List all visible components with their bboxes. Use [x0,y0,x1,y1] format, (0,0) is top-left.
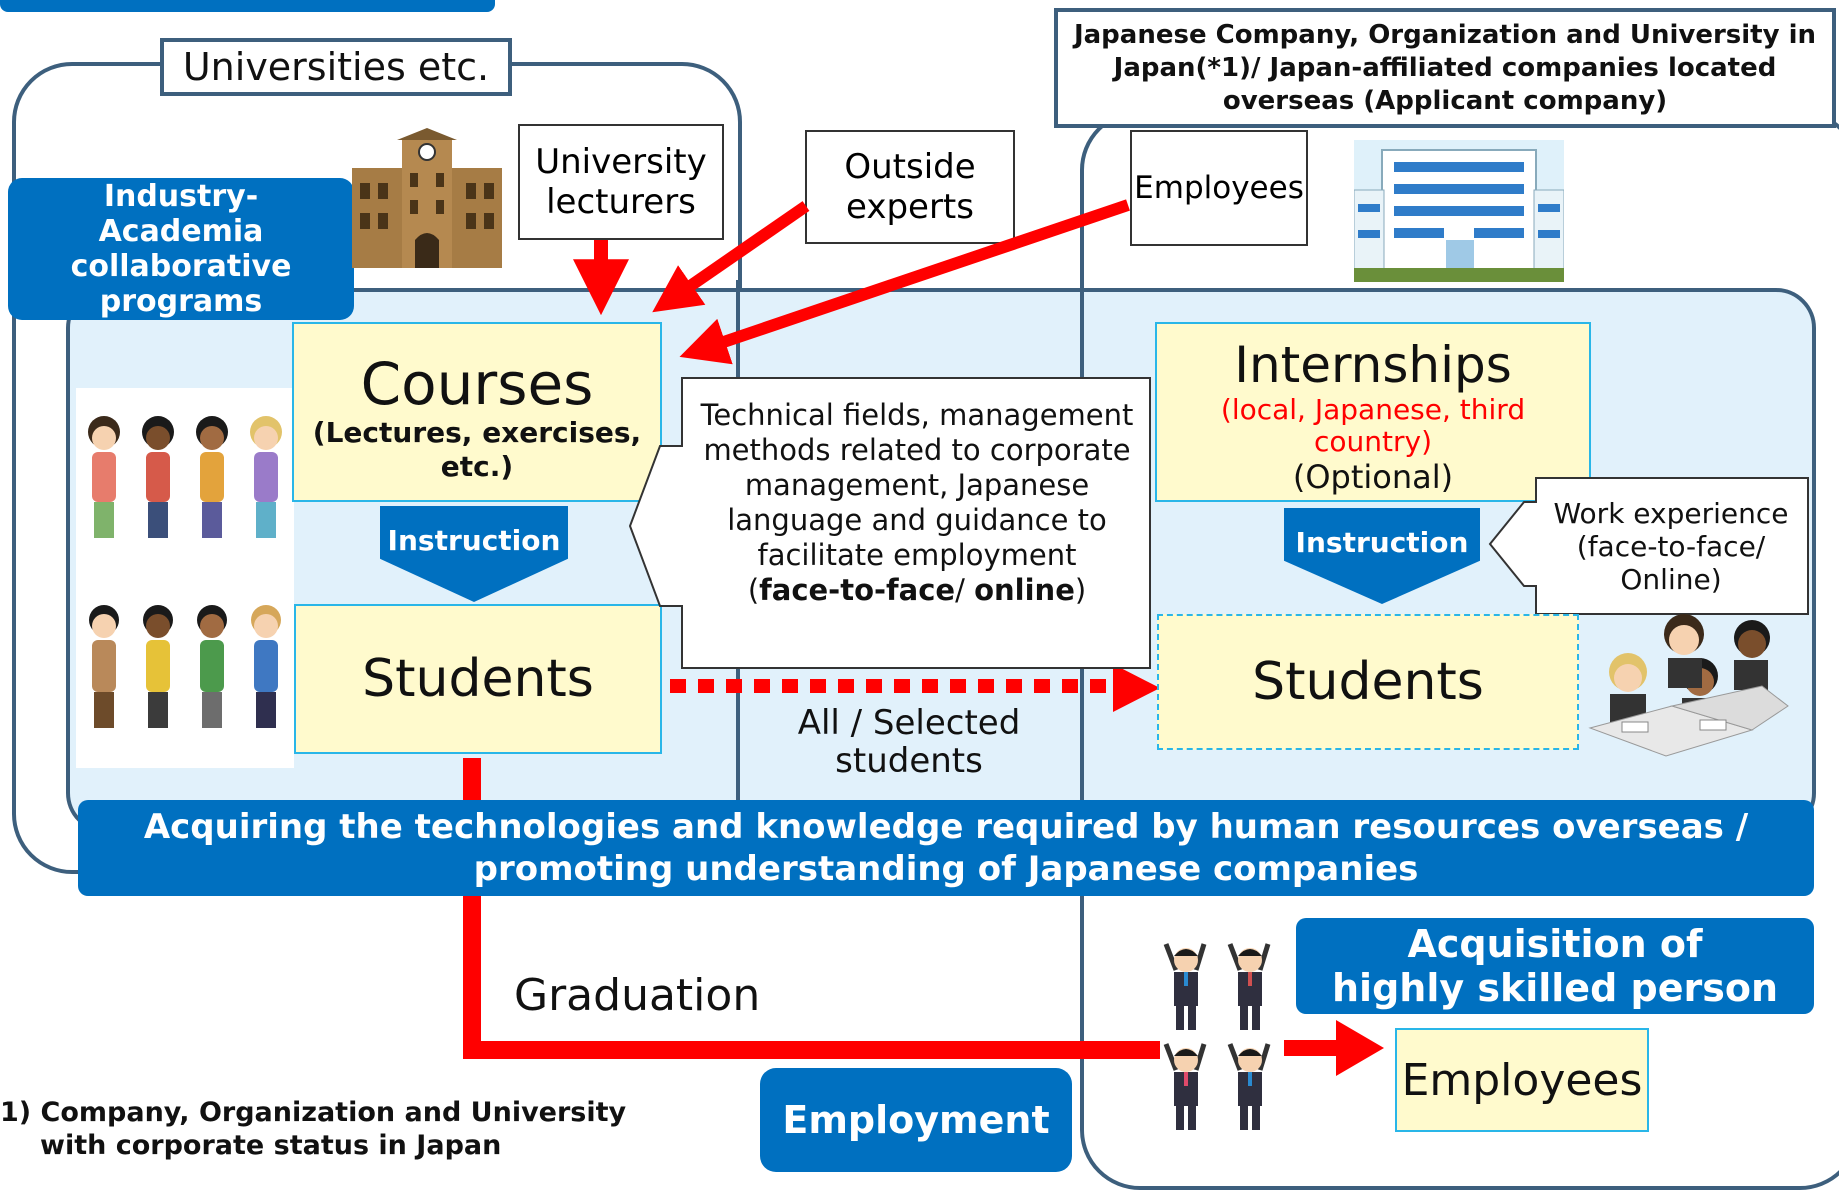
arrow-employees-top [679,199,1130,365]
technical-callout-mode-close: ) [1074,573,1087,607]
acquisition-line2: highly skilled person [1331,966,1779,1010]
acquisition-line1: Acquisition of [1407,922,1703,966]
university-lecturers-box: University lecturers [518,124,724,240]
cheering-employees-illustration [1163,943,1271,1130]
technical-callout-mode-open: ( [747,573,760,607]
work-experience-box: Work experience (face-to-face/ Online) [1536,478,1806,614]
universities-label: Universities etc. [160,38,512,96]
arrow-selected-students-head [1113,664,1160,712]
employees-bottom-box: Employees [1395,1028,1649,1132]
instruction-right-label: Instruction [1295,525,1469,559]
acquiring-banner: Acquiring the technologies and knowledge… [78,800,1814,896]
banner-line2: promoting understanding of Japanese comp… [473,849,1419,889]
students-left-box: Students [294,604,662,754]
employees-bottom-text: Employees [1401,1054,1643,1106]
students-right-text: Students [1252,652,1484,712]
employees-top-box: Employees [1130,130,1308,246]
industry-academia-text: Industry-Academia collaborative programs [70,179,292,319]
technical-callout-mode-ftf: face-to-face [759,573,956,607]
footnote-line1: 1) Company, Organization and University [0,1097,627,1128]
work-experience-text: Work experience (face-to-face/ Online) [1553,496,1789,596]
employees-top-text: Employees [1134,170,1304,206]
arrow-outside-experts [652,201,810,313]
all-selected-label: All / Selected students [797,703,1021,781]
internships-box: Internships (local, Japanese, third coun… [1155,322,1591,502]
internships-optional: (Optional) [1292,458,1454,496]
outside-experts-box: Outside experts [805,130,1015,244]
footnote-line2: with corporate status in Japan [40,1130,502,1161]
company-header: Japanese Company, Organization and Unive… [1054,8,1836,128]
employment-box: Employment [760,1068,1072,1172]
courses-box: Courses (Lectures, exercises, etc.) [292,322,662,502]
courses-subtitle: (Lectures, exercises, etc.) [312,416,642,483]
students-desk-illustration [1588,614,1789,757]
outside-experts-text: Outside experts [844,147,976,227]
technical-callout: Technical fields, management methods rel… [694,398,1140,658]
students-left-text: Students [362,649,594,709]
technical-callout-mode-sep: / [955,573,975,607]
technical-callout-text: Technical fields, management methods rel… [700,398,1134,572]
university-lecturers-text: University lecturers [535,142,707,222]
student-figure [89,605,281,728]
top-blue-bar [0,0,495,12]
students-illustration-left [76,388,294,768]
office-building-illustration [1354,140,1564,282]
company-header-text: Japanese Company, Organization and Unive… [1073,19,1817,116]
instruction-left-label: Instruction [387,523,561,557]
students-right-box: Students [1157,614,1579,750]
graduation-label: Graduation [514,970,761,1021]
technical-callout-shape [628,377,1151,669]
industry-academia-box: Industry-Academia collaborative programs [8,178,354,320]
work-experience-shape [1488,477,1809,615]
university-building-illustration [352,128,502,268]
universities-label-text: Universities etc. [182,45,490,89]
divider-right [1080,280,1084,1100]
acquisition-box: Acquisition of highly skilled person [1296,918,1814,1014]
employment-text: Employment [782,1098,1050,1142]
internships-title: Internships [1234,336,1512,394]
student-figure [88,416,282,538]
banner-line1: Acquiring the technologies and knowledge… [143,807,1749,847]
arrow-to-employees-head [1336,1020,1384,1076]
courses-title: Courses [360,350,594,418]
footnote: 1) Company, Organization and University … [0,1096,700,1162]
internships-subtitle: (local, Japanese, third country) [1220,393,1526,458]
technical-callout-mode-online: online [974,573,1075,607]
